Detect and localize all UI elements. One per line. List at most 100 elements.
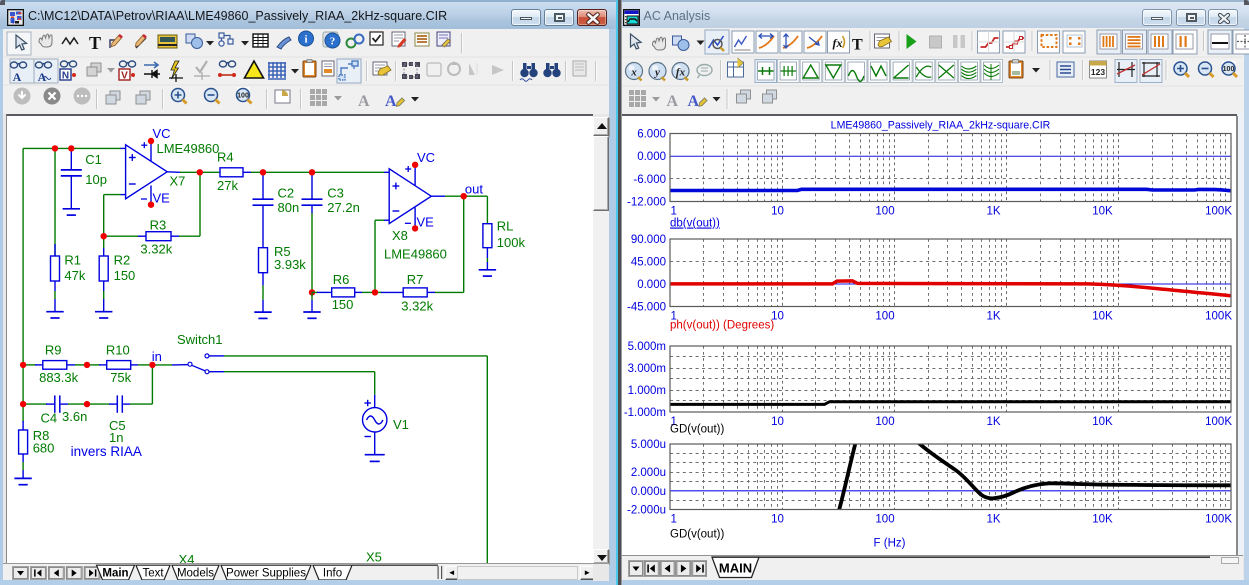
svg-text:1.000m: 1.000m [627,385,665,397]
svg-text:100K: 100K [1205,514,1232,526]
svg-text:3.93k: 3.93k [274,257,306,272]
svg-text:150: 150 [114,268,136,283]
svg-text:GD(v(out)): GD(v(out)) [670,424,724,436]
svg-text:27k: 27k [217,178,238,193]
svg-text:1: 1 [670,311,676,323]
svg-text:X4: X4 [179,552,195,567]
svg-text:invers RIAA: invers RIAA [71,444,142,459]
svg-text:6.000: 6.000 [637,129,666,141]
svg-text:75k: 75k [110,370,131,385]
svg-text:F (Hz): F (Hz) [873,538,905,550]
svg-text:N: N [62,71,69,82]
svg-text:R6: R6 [333,272,350,287]
svg-text:0.000: 0.000 [637,151,666,163]
svg-text:T: T [89,33,101,53]
svg-text:3.32k: 3.32k [140,241,172,256]
svg-text:A: A [666,93,678,110]
svg-text:R8: R8 [33,428,50,443]
svg-text:90.000: 90.000 [630,234,665,246]
svg-text:LME49860: LME49860 [384,247,447,262]
svg-text:10: 10 [771,514,784,526]
svg-text:A: A [385,93,397,110]
svg-text:db(v(out)): db(v(out)) [670,218,720,230]
svg-text:Models: Models [177,567,214,579]
svg-text:100: 100 [237,93,249,100]
svg-text:C1: C1 [85,152,102,167]
svg-text:100: 100 [875,416,894,428]
svg-text:10p: 10p [85,172,107,187]
svg-text:R9: R9 [45,342,62,357]
svg-text:LME49860_Passively_RIAA_2kHz-s: LME49860_Passively_RIAA_2kHz-square.CIR [830,120,1050,132]
svg-text:883.3k: 883.3k [39,370,79,385]
svg-text:-45.000: -45.000 [626,302,665,314]
svg-text:MAIN: MAIN [718,560,751,575]
svg-text:?: ? [330,36,336,48]
svg-text:Main: Main [102,567,128,579]
svg-text:3.32k: 3.32k [401,298,433,313]
svg-text:1: 1 [670,206,676,218]
svg-text:47k: 47k [64,268,85,283]
svg-text:x: x [630,67,637,79]
svg-text:R10: R10 [106,342,130,357]
svg-text:123: 123 [1090,67,1104,77]
svg-text:1: 1 [670,514,676,526]
svg-text:100: 100 [875,311,894,323]
svg-text:5.000m: 5.000m [627,341,665,353]
svg-text:V: V [121,71,128,82]
svg-text:100: 100 [875,514,894,526]
svg-text:Text: Text [142,567,164,579]
svg-text:0.000: 0.000 [637,279,666,291]
svg-text:100K: 100K [1205,416,1232,428]
svg-text:out: out [465,182,483,197]
svg-text:VC: VC [153,126,171,141]
svg-text:R7: R7 [407,272,424,287]
svg-text:A: A [687,93,699,110]
svg-text:A: A [38,70,47,84]
svg-text:-2.000u: -2.000u [626,505,665,517]
svg-text:fx: fx [832,36,842,50]
svg-text:X8: X8 [392,228,408,243]
svg-text:ph(v(out)) (Degrees): ph(v(out)) (Degrees) [670,320,774,332]
svg-text:-12.000: -12.000 [626,197,665,209]
svg-text:Power Supplies: Power Supplies [226,567,306,579]
svg-text:3.000m: 3.000m [627,363,665,375]
svg-text:y: y [653,67,660,79]
svg-text:1K: 1K [986,206,1000,218]
svg-text:fx: fx [675,67,685,79]
svg-text:680: 680 [33,440,55,455]
svg-text:A: A [13,70,22,84]
svg-text:VE: VE [417,215,435,230]
svg-text:100: 100 [875,206,894,218]
svg-text:-1.000m: -1.000m [623,407,665,419]
svg-text:V1: V1 [393,417,409,432]
svg-text:C3: C3 [327,185,344,200]
svg-text:GD(v(out)): GD(v(out)) [670,529,724,541]
svg-text:R1: R1 [64,252,81,267]
svg-text:i: i [304,34,307,46]
svg-text:R4: R4 [217,149,234,164]
svg-text:100: 100 [1222,66,1234,73]
svg-text:10: 10 [771,311,784,323]
svg-text:1n: 1n [109,430,123,445]
svg-text:10: 10 [771,416,784,428]
svg-text:1K: 1K [986,514,1000,526]
svg-text:LME49860: LME49860 [157,141,220,156]
svg-text:1K: 1K [986,311,1000,323]
svg-text:VE: VE [153,190,171,205]
svg-text:R2: R2 [114,252,131,267]
svg-text:C5: C5 [109,418,126,433]
svg-text:100K: 100K [1205,206,1232,218]
svg-text:10: 10 [771,206,784,218]
svg-text:R5: R5 [274,244,291,259]
svg-text:A: A [358,93,370,110]
svg-text:in: in [152,349,162,364]
svg-text:RL: RL [497,219,514,234]
svg-text:C2: C2 [278,185,295,200]
svg-text:45.000: 45.000 [630,257,665,269]
svg-text:VC: VC [417,150,435,165]
svg-text:3.6n: 3.6n [62,409,87,424]
svg-text:10K: 10K [1092,514,1113,526]
svg-text:X7: X7 [170,174,186,189]
svg-text:1: 1 [670,416,676,428]
svg-text:Switch1: Switch1 [177,332,223,347]
